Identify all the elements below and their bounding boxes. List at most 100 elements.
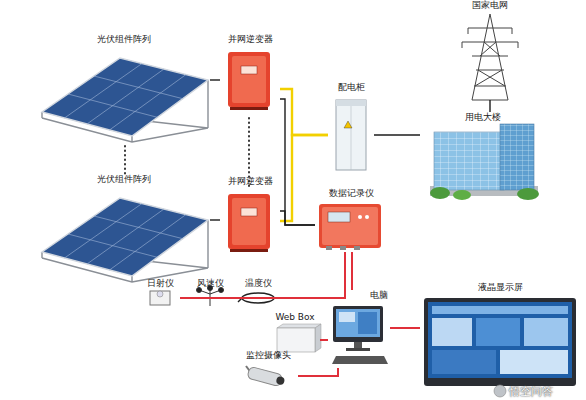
power-tower [472, 42, 508, 100]
lcd-display [432, 318, 472, 346]
data-logger [328, 212, 350, 222]
computer [358, 312, 377, 334]
data-logger [358, 215, 362, 219]
node-label: 国家电网 [450, 0, 530, 11]
office-building [517, 188, 539, 200]
panel-array-node: 光伏组件阵列 [38, 34, 210, 140]
wire-connector [180, 252, 345, 298]
solar-panel-array [42, 58, 208, 136]
surveillance-camera [246, 366, 286, 387]
data-logger [322, 207, 378, 245]
logger-node: 数据记录仪 [315, 188, 387, 252]
wire-connector [280, 211, 315, 225]
sensor-node: 风速仪 [190, 278, 230, 308]
surveillance-camera [275, 376, 285, 386]
data-logger [354, 246, 360, 250]
wire-connector [210, 79, 220, 80]
computer-node: 电脑 [328, 290, 390, 368]
inverter-symbol [228, 194, 270, 249]
solar-panel-array [65, 64, 187, 131]
wire-connector [374, 134, 420, 135]
node-label: 用电大楼 [420, 112, 545, 123]
office-building [434, 132, 504, 190]
solar-panel-array [42, 198, 208, 276]
distribution-cabinet [336, 100, 366, 170]
node-label: 电脑 [328, 290, 390, 301]
node-label: 配电柜 [328, 82, 374, 93]
distribution-cabinet [336, 100, 366, 106]
web-box [315, 324, 321, 352]
dotted-continuation [248, 118, 250, 186]
inverter-symbol [228, 52, 270, 107]
inverter-symbol [232, 56, 266, 103]
web-box [277, 324, 321, 328]
power-tower [462, 28, 518, 48]
inverter-symbol [241, 208, 257, 216]
web-box [277, 324, 321, 352]
building-node: 用电大楼 [420, 112, 545, 200]
solar-panel-array [65, 204, 187, 271]
lcd-display [432, 306, 568, 314]
data-logger [365, 215, 369, 219]
wire-connector [280, 89, 328, 135]
computer [332, 356, 388, 364]
computer [333, 306, 383, 342]
lcd-display [476, 318, 520, 346]
office-building [430, 124, 539, 200]
inverter-symbol [241, 66, 257, 74]
inverter-symbol [232, 198, 266, 245]
grid-node: 国家电网 [450, 0, 530, 100]
office-building [500, 124, 534, 190]
node-label: 并网逆变器 [220, 176, 280, 187]
panel-array-node: 光伏组件阵列 [38, 174, 210, 280]
distribution-cabinet [344, 121, 352, 128]
solar-panel-array [42, 198, 208, 282]
computer [336, 309, 380, 337]
wire-connector [210, 219, 220, 220]
lcd-display [494, 385, 506, 397]
dotted-continuation [124, 146, 126, 174]
computer [346, 348, 370, 351]
anemometer [197, 286, 224, 307]
power-tower [462, 28, 518, 56]
inverter-node: 并网逆变器 [220, 176, 280, 254]
wire-connector [320, 339, 328, 341]
data-logger [319, 204, 381, 250]
solar-panel-array [42, 58, 208, 142]
distribution-cabinet [336, 100, 366, 170]
cabinet-node: 配电柜 [328, 82, 374, 172]
wire-connector [280, 252, 345, 298]
power-tower [462, 14, 518, 100]
node-label: Web Box [270, 312, 320, 323]
office-building [453, 190, 471, 200]
inverter-node: 并网逆变器 [220, 34, 280, 114]
data-logger [319, 204, 381, 248]
display-node: 液晶显示屏 [420, 282, 580, 392]
wire-connector [298, 368, 338, 376]
wire-connector [351, 252, 353, 290]
computer [339, 312, 355, 322]
inverter-symbol [228, 52, 270, 110]
pyranometer [150, 291, 170, 305]
web-box [277, 328, 315, 352]
inverter-symbol [230, 249, 268, 252]
wire-connector [390, 327, 420, 329]
sensor-node: 温度仪 [236, 278, 280, 308]
wire-connector [280, 99, 315, 225]
surveillance-camera [247, 366, 283, 386]
computer [332, 306, 388, 364]
inverter-symbol [230, 107, 268, 110]
wire-connector [230, 252, 345, 298]
node-label: 监控摄像头 [238, 350, 298, 361]
solar-panel-array [42, 198, 208, 282]
distribution-cabinet [351, 106, 352, 170]
pyranometer [157, 291, 163, 297]
webbox-node: Web Box [270, 312, 320, 356]
node-label: 并网逆变器 [220, 34, 280, 45]
node-label: 数据记录仪 [315, 188, 387, 199]
sensor-node: 日射仪 [140, 278, 180, 308]
watermark: 悟空问答 [509, 384, 553, 399]
node-label: 风速仪 [190, 278, 230, 289]
